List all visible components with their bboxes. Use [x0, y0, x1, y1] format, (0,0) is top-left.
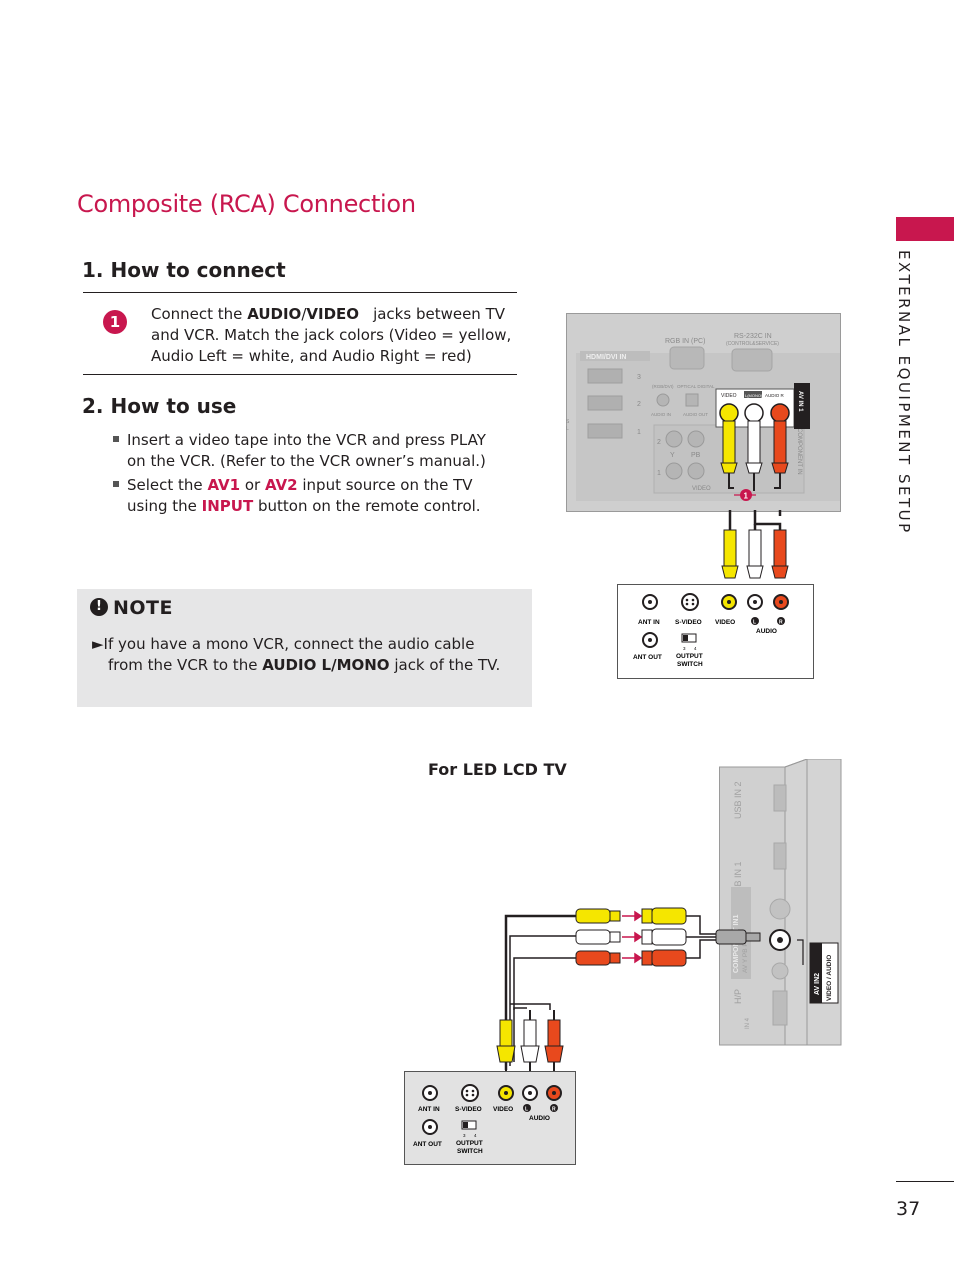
footer-rule — [896, 1181, 954, 1182]
svg-text:S: S — [566, 419, 570, 425]
bullet-square — [113, 436, 119, 442]
rs232-label: RS-232C IN — [734, 333, 772, 340]
usb-in2-label: USB IN 2 — [733, 781, 743, 819]
vcr-ant-in-label: ANT IN — [638, 619, 660, 626]
vcr-l-label: L — [753, 620, 756, 626]
red-adapter — [641, 949, 687, 967]
page-number: 37 — [896, 1198, 921, 1220]
red-plug — [771, 420, 789, 474]
vcr-switch-4: 4 — [694, 646, 697, 651]
vcr-switch-label: SWITCH — [457, 1148, 483, 1155]
red-plug-left — [575, 950, 621, 966]
vcr-output-label: OUTPUT — [676, 653, 703, 660]
rca-plugs-lower — [496, 1010, 564, 1080]
vcr-video-label: VIDEO — [715, 619, 735, 626]
red-plug-lower — [544, 1019, 564, 1063]
rgb-dvi-label: (RGB/DVI) — [652, 384, 674, 389]
use-bullet-1: Insert a video tape into the VCR and pre… — [113, 430, 486, 472]
headphone-label: H/P — [733, 989, 743, 1004]
hdmi-port-2: 2 — [637, 401, 641, 408]
vcr-panel-top: ANT IN S-VIDEO VIDEO L R AUDIO 3 4 ANT O… — [617, 584, 814, 679]
page-title: Composite (RCA) Connection — [77, 190, 416, 218]
vcr-ant-out-label: ANT OUT — [413, 1141, 442, 1148]
av-in1-audio-r-label: AUDIO R — [765, 393, 785, 398]
hdmi-port-1: 1 — [637, 429, 641, 436]
av-in1-video-label: VIDEO — [721, 393, 737, 399]
av-in2-label: AV IN2 — [814, 973, 821, 995]
section-heading-how-to-use: 2. How to use — [82, 394, 237, 418]
component-number-2: 2 — [657, 439, 661, 446]
av-in1-audio-l-label: L(MONO) — [745, 393, 763, 398]
vcr-s-video-label: S-VIDEO — [455, 1106, 482, 1113]
av-in1-label: AV IN 1 — [797, 391, 803, 412]
warning-icon: ! — [90, 598, 108, 616]
connect-instructions: Connect the AUDIO/VIDEO jacks between TV… — [151, 305, 512, 365]
white-plug — [745, 420, 763, 474]
vcr-output-label: OUTPUT — [456, 1140, 483, 1147]
vcr-audio-label: AUDIO — [756, 628, 777, 635]
side-section-label: EXTERNAL EQUIPMENT SETUP — [895, 250, 913, 535]
component-pb-label: PB — [691, 452, 701, 459]
hdmi-in-label: HDMI/DVI IN — [586, 354, 626, 361]
audio-in-label: AUDIO IN — [651, 412, 671, 417]
white-adapter — [641, 928, 687, 946]
rs232-sub-label: (CONTROL&SERVICE) — [726, 341, 779, 347]
yellow-plug-left — [575, 908, 621, 924]
note-text: ►If you have a mono VCR, connect the aud… — [92, 635, 501, 674]
hdmi-in4-label: IN 4 — [745, 1017, 751, 1029]
vcr-s-video-label: S-VIDEO — [675, 619, 702, 626]
video-audio-label: VIDEO / AUDIO — [826, 955, 833, 1001]
rgb-in-label: RGB IN (PC) — [665, 338, 705, 345]
component-in-label: COMPONENT IN — [796, 428, 802, 475]
section-tab-marker — [896, 217, 954, 241]
callout-number: 1 — [744, 492, 749, 501]
vcr-switch-3: 3 — [683, 646, 686, 651]
led-tv-side-panel: USB IN 2 USB IN 1 COMPONENT IN1 AV Y PB … — [719, 759, 842, 1046]
component-video-label: VIDEO — [692, 486, 711, 492]
vcr-l-label: L — [525, 1107, 528, 1113]
bullet-square — [113, 481, 119, 487]
svg-text:L: L — [566, 426, 569, 432]
white-plug-vcr — [746, 529, 764, 579]
tv-back-panel-diagram: RGB IN (PC) RS-232C IN (CONTROL&SERVICE)… — [566, 313, 841, 512]
vcr-ant-out-label: ANT OUT — [633, 654, 662, 661]
vcr-switch-3: 3 — [463, 1133, 466, 1138]
component-y-label: Y — [670, 452, 675, 459]
use-bullet-2: Select the AV1 or AV2 input source on th… — [113, 475, 481, 517]
audio-out-label: AUDIO OUT — [683, 412, 708, 417]
led-tv-label: For LED LCD TV — [428, 760, 567, 779]
white-plug-left — [575, 929, 621, 945]
yellow-adapter — [641, 907, 687, 925]
section-heading-how-to-connect: 1. How to connect — [82, 258, 286, 282]
rca-cable-top — [721, 510, 789, 579]
vcr-r-label: R — [779, 620, 783, 626]
red-plug-vcr — [771, 529, 789, 579]
vcr-panel-bottom: ANT IN S-VIDEO VIDEO L R AUDIO 3 4 ANT O… — [404, 1071, 576, 1165]
white-plug-lower — [520, 1019, 540, 1063]
vcr-video-label: VIDEO — [493, 1106, 513, 1113]
vcr-ant-in-label: ANT IN — [418, 1106, 440, 1113]
divider — [83, 374, 517, 375]
divider — [83, 292, 517, 293]
usb-in1-label: USB IN 1 — [733, 861, 743, 899]
hdmi-port-3: 3 — [637, 374, 641, 381]
vcr-switch-4: 4 — [474, 1133, 477, 1138]
step-number-badge: 1 — [103, 310, 127, 334]
vcr-switch-label: SWITCH — [677, 661, 703, 668]
component-number-1: 1 — [657, 470, 661, 477]
rca-cable-led — [504, 907, 761, 1070]
vcr-audio-label: AUDIO — [529, 1115, 550, 1122]
optical-label: OPTICAL DIGITAL — [677, 384, 715, 389]
component-sub-label: AV Y PB PR — [742, 937, 749, 973]
note-title: NOTE — [113, 597, 173, 619]
yellow-plug — [720, 420, 738, 474]
yellow-plug-vcr — [721, 529, 739, 579]
note-box — [77, 589, 532, 707]
vcr-r-label: R — [552, 1107, 556, 1113]
yellow-plug-lower — [496, 1019, 516, 1063]
